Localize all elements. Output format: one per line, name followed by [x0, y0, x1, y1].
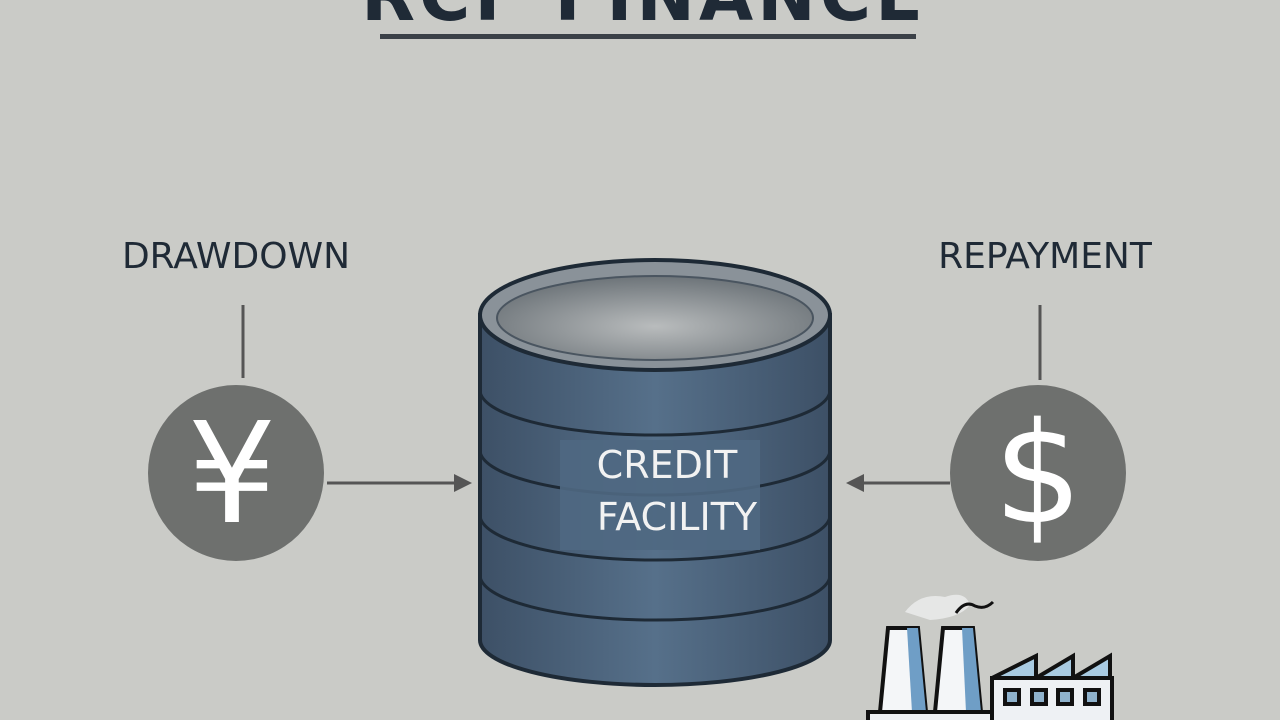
dollar-symbol: $	[993, 393, 1082, 556]
drawdown-label: DRAWDOWN	[122, 236, 350, 277]
page-title: RCF FINANCE	[361, 0, 927, 37]
yen-symbol: ¥	[187, 393, 276, 556]
dollar-coin-icon: $	[950, 385, 1126, 561]
title-underline	[380, 34, 916, 39]
repayment-arrow-icon	[846, 474, 950, 492]
cylinder-label-line1: CREDIT	[597, 443, 738, 487]
repayment-label: REPAYMENT	[938, 236, 1153, 277]
drawdown-arrow-icon	[327, 474, 472, 492]
yen-coin-icon: ¥	[148, 385, 324, 561]
factory-icon	[866, 594, 1114, 720]
credit-facility-cylinder: CREDIT FACILITY	[478, 258, 832, 687]
cylinder-label-line2: FACILITY	[597, 495, 758, 539]
